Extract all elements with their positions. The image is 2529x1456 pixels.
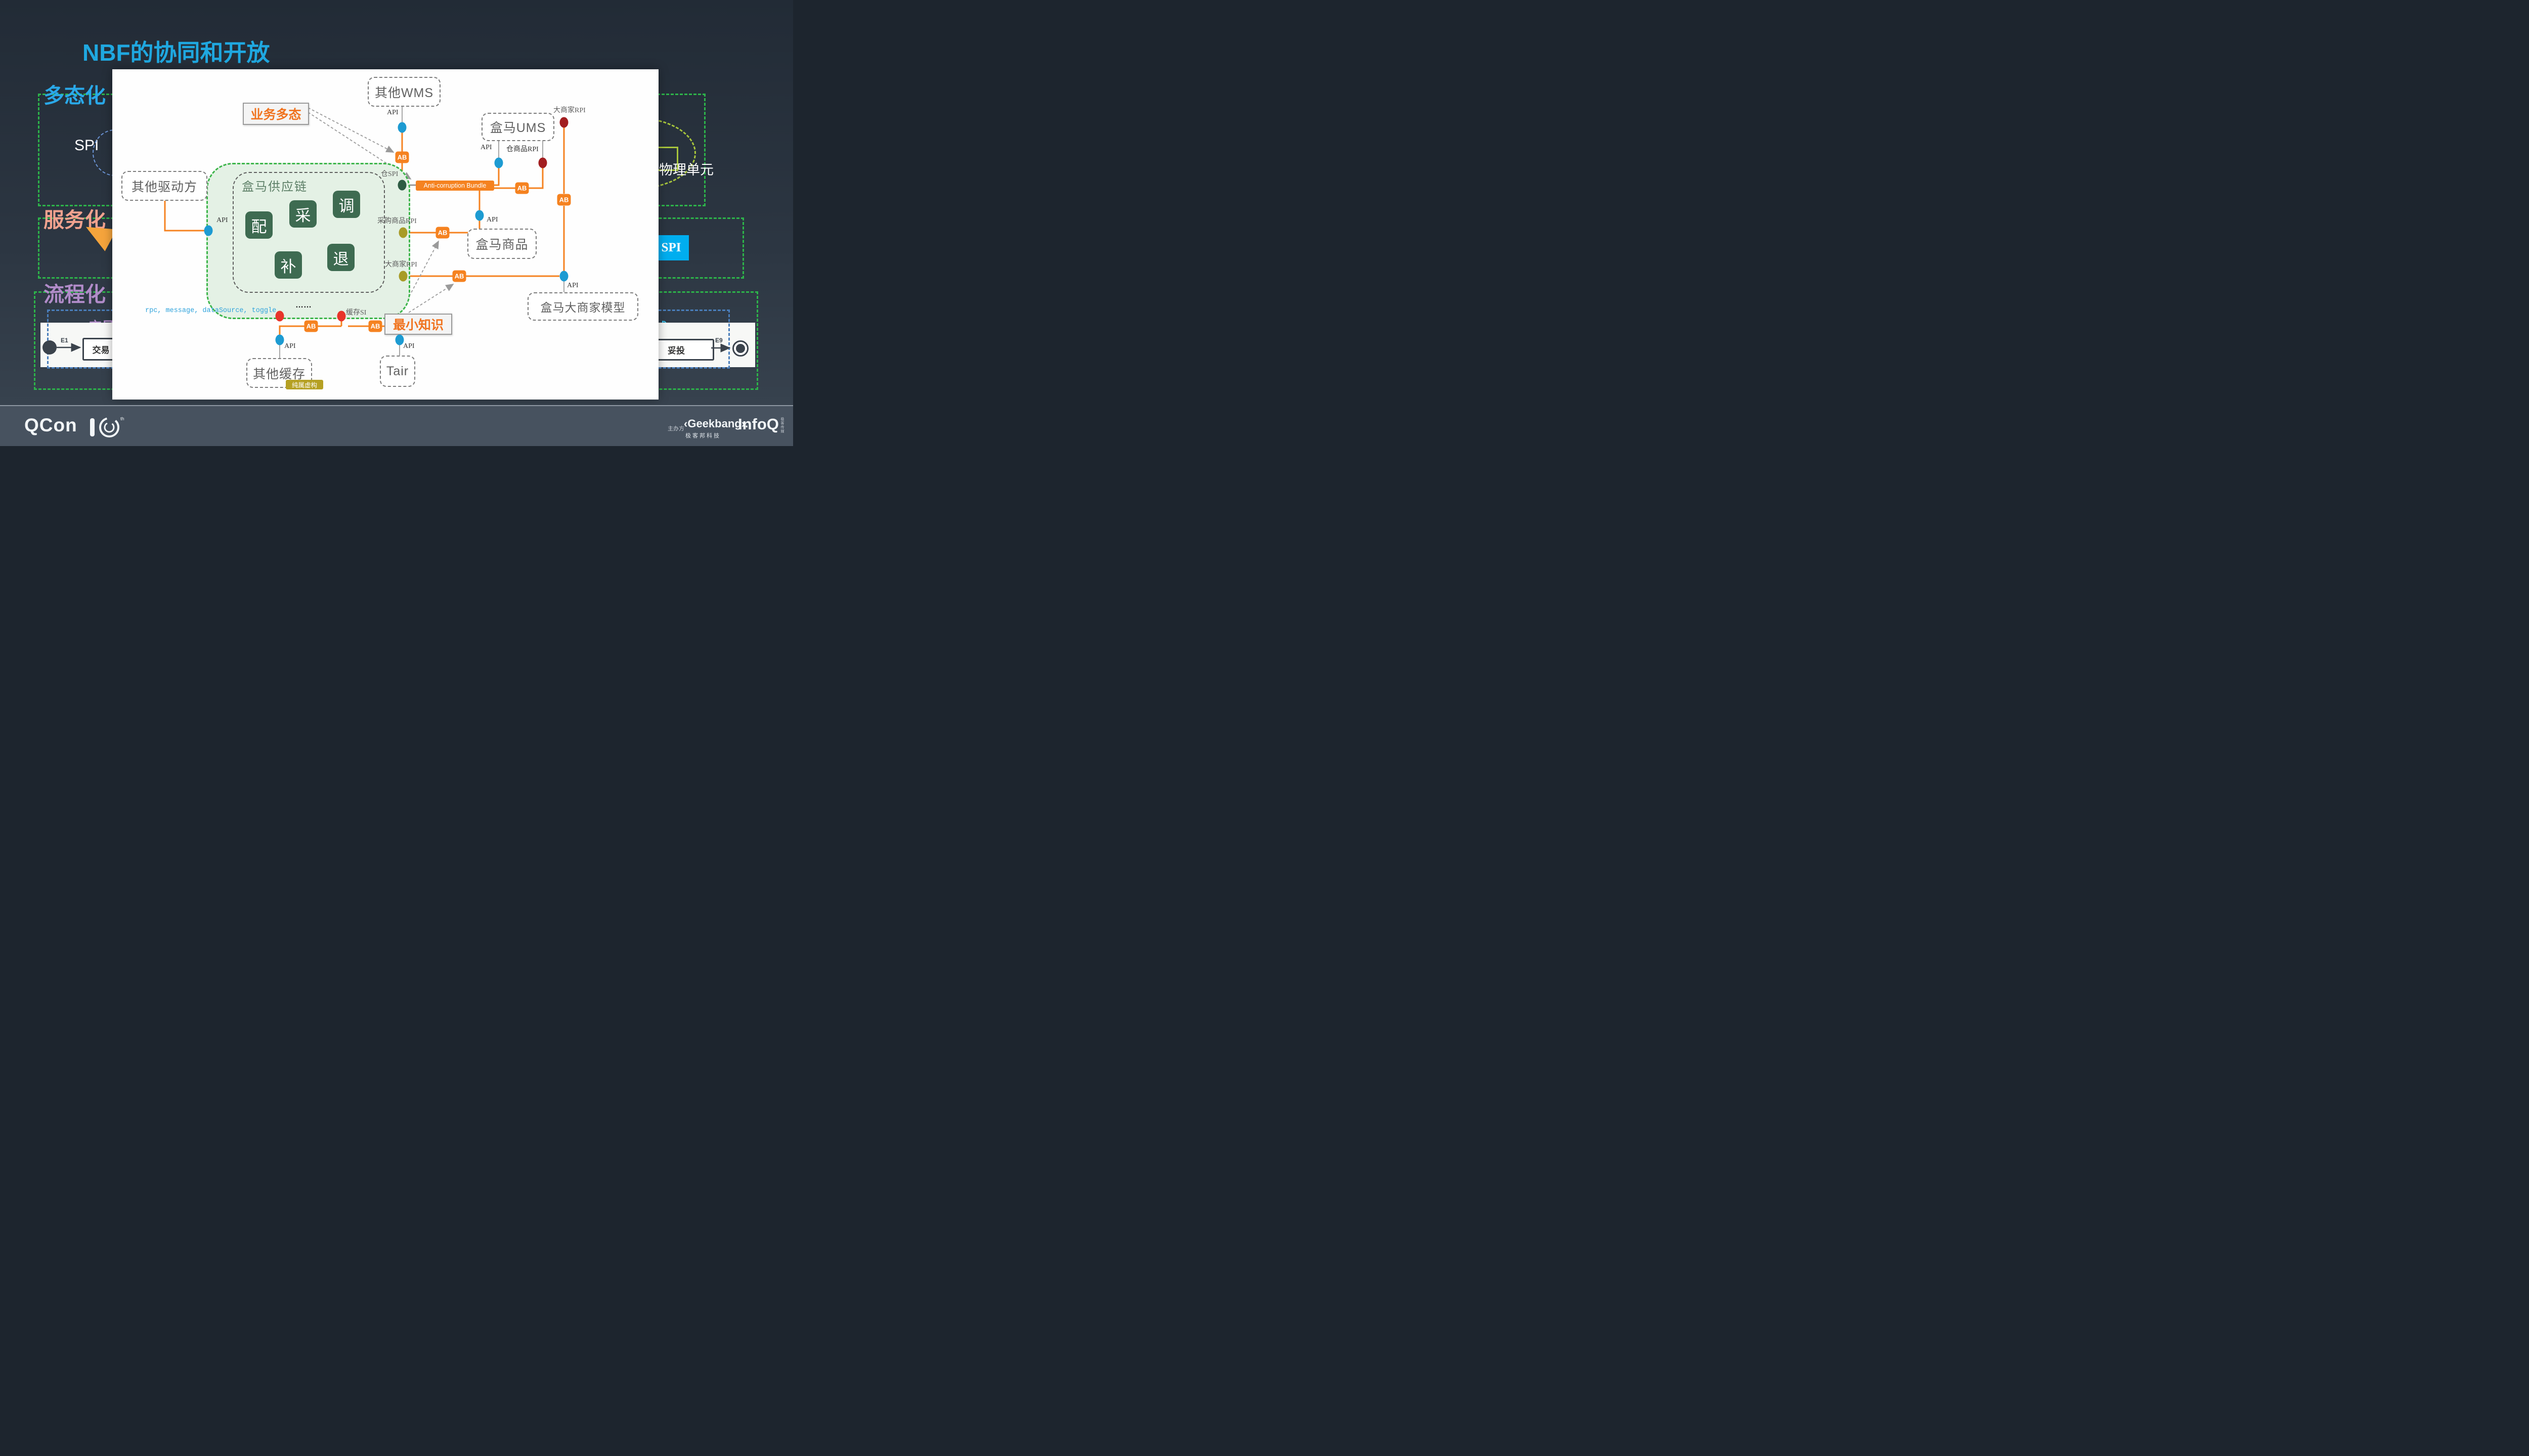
tile-bu-label: 补 (280, 257, 296, 276)
fiction-badge: 纯属虚构 (286, 380, 323, 389)
svg-text:th: th (120, 416, 124, 421)
dot-api-tair (395, 334, 404, 345)
node-tair: Tair (380, 356, 415, 387)
api-label-wms: API (387, 109, 399, 116)
anti-corruption-bundle-label: Anti-corruption Bundle (423, 182, 487, 189)
dot-cang-goods-rpi (538, 157, 547, 168)
infoq-side-label: 极客传媒 (780, 417, 784, 433)
dot-cache-si (337, 311, 346, 322)
bpmn-task-delivery-label: 妥投 (668, 346, 685, 356)
tile-cai: 采 (289, 200, 317, 228)
cang-goods-rpi-label: 仓商品RPI (506, 146, 539, 153)
node-other-driver: 其他驱动方 (121, 171, 207, 201)
node-hema-goods-label: 盒马商品 (475, 238, 529, 252)
node-hema-ums-label: 盒马UMS (490, 121, 546, 135)
dot-purchase-rpi (399, 227, 408, 238)
bpmn-e9-label: E9 (715, 337, 723, 344)
infoq-logo: InfoQ (738, 415, 779, 433)
supply-chain-ellipsis: …… (295, 301, 312, 310)
purchase-rpi-label: 采购商品RPI (377, 217, 417, 225)
architecture-diagram-panel: 其他WMS 盒马UMS 其他驱动方 盒马商品 盒马大商家模型 其他缓存 Tair… (112, 69, 659, 400)
tile-cai-label: 采 (295, 206, 311, 225)
bpmn-start-event (42, 340, 57, 355)
callout-business-polymorphism-label: 业务多态 (250, 108, 301, 122)
footer-bar: QCon th 主办方 ‹Geekbang›. 极客邦科技 InfoQ 极客传媒 (0, 405, 793, 446)
cache-si-label: 缓存SI (346, 309, 367, 317)
node-other-wms-label: 其他WMS (374, 85, 434, 100)
slide-canvas: NBF的协同和开放 多态化 SPI 服务化 SPI 流程化 交易 域 物理单元 … (0, 0, 793, 446)
tile-bu: 补 (275, 251, 302, 279)
dot-api-model (559, 271, 569, 282)
tile-diao-label: 调 (338, 197, 355, 215)
bpmn-task-trade-label: 交易 (92, 345, 110, 355)
callout-business-polymorphism: 业务多态 (243, 103, 309, 125)
dot-api-driver (204, 225, 213, 236)
dot-api-wms (398, 122, 407, 133)
supply-chain-panel (206, 163, 410, 319)
ab-badge-merchant-top: AB (557, 194, 571, 206)
geekbang-cn-label: 极客邦科技 (685, 433, 721, 439)
tile-diao: 调 (333, 191, 360, 218)
tile-pei: 配 (245, 211, 273, 239)
ab-badge-cang-goods: AB (515, 182, 529, 194)
ab-badge-merchant-left: AB (452, 270, 466, 282)
host-label: 主办方 (668, 426, 684, 432)
slide-connectors (57, 227, 731, 352)
spi-blue-box: SPI (653, 235, 689, 260)
dot-cache-left (275, 311, 284, 322)
node-hema-merchant-model-label: 盒马大商家模型 (540, 301, 626, 314)
qcon-10th-icon: th (90, 416, 124, 437)
ab-badge-cache-right: AB (368, 320, 382, 332)
node-tair-label: Tair (386, 364, 409, 378)
api-label-model: API (567, 282, 579, 289)
ab-badge-purchase: AB (435, 227, 450, 239)
geekbang-logo: ‹Geekbang›. (684, 417, 749, 430)
merchant-rpi-left-label: 大商家RPI (385, 261, 417, 269)
supply-chain-title: 盒马供应链 (242, 180, 308, 194)
node-other-wms: 其他WMS (368, 77, 441, 107)
node-hema-goods: 盒马商品 (467, 229, 537, 259)
fiction-badge-label: 纯属虚构 (291, 382, 317, 389)
dot-merchant-rpi-left (399, 271, 408, 282)
node-hema-ums: 盒马UMS (482, 113, 554, 141)
node-other-cache: 其他缓存 (246, 358, 312, 388)
ab-badge-cache-left: AB (304, 320, 318, 332)
api-label-driver: API (216, 216, 228, 224)
section-title-process: 流程化 (43, 283, 106, 306)
callout-min-knowledge-label: 最小知识 (393, 318, 444, 332)
dot-api-other-cache (275, 334, 284, 345)
page-title: NBF的协同和开放 (82, 39, 270, 66)
spi-blue-box-label: SPI (661, 241, 681, 254)
anti-corruption-bundle: Anti-corruption Bundle (416, 181, 494, 191)
supply-chain-inner-box (233, 172, 385, 293)
tile-tui-label: 退 (333, 250, 349, 268)
physical-unit-label: 物理单元 (659, 162, 714, 178)
dot-api-ums (494, 157, 503, 168)
ab-badge-wms: AB (395, 151, 409, 163)
tile-pei-label: 配 (251, 217, 267, 236)
merchant-rpi-top-label: 大商家RPI (553, 107, 586, 114)
node-other-cache-label: 其他缓存 (252, 367, 306, 381)
section-title-polymorphic: 多态化 (43, 84, 106, 107)
callout-min-knowledge: 最小知识 (384, 314, 452, 335)
dot-merchant-rpi-top (559, 117, 569, 128)
api-label-ums: API (481, 144, 492, 151)
api-label-other-cache: API (284, 342, 296, 350)
node-other-driver-label: 其他驱动方 (131, 180, 197, 194)
runtime-deps-label: rpc, message, dataSource, toggle (145, 307, 277, 315)
tile-tui: 退 (327, 244, 355, 271)
bpmn-e1-label: E1 (61, 337, 68, 344)
qcon-logo: QCon (24, 415, 77, 435)
dot-cang-spi (398, 180, 407, 191)
cang-spi-label: 仓SPI (381, 170, 399, 178)
bpmn-end-event-inner (736, 344, 745, 353)
dot-api-goods (475, 210, 484, 221)
node-hema-merchant-model: 盒马大商家模型 (528, 292, 638, 321)
api-label-goods: API (487, 216, 498, 224)
api-label-tair: API (403, 342, 415, 350)
